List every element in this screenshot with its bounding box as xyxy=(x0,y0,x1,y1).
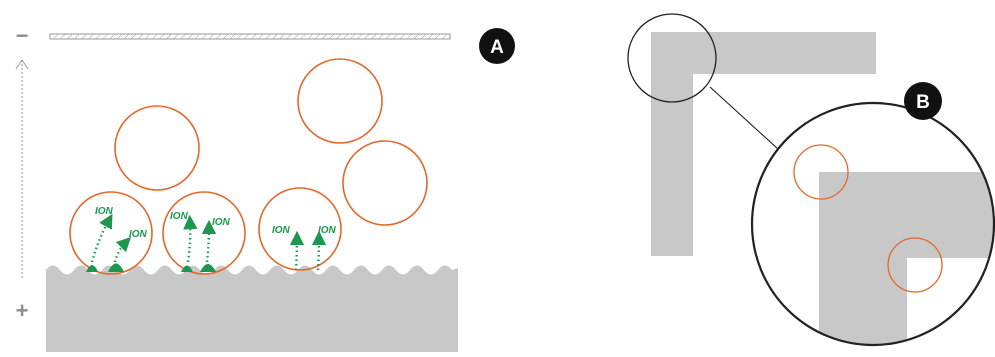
particle xyxy=(115,106,199,190)
particle xyxy=(298,59,382,143)
top-electrode xyxy=(50,34,450,39)
badge-a-label: A xyxy=(490,37,504,58)
ion-label: ION xyxy=(95,206,114,217)
attached-particle: ION ION xyxy=(70,192,152,274)
ion-path-arrow xyxy=(115,242,126,262)
badge-a: A xyxy=(479,28,515,64)
ion-label: ION xyxy=(170,211,189,222)
ion-path-arrow xyxy=(188,222,190,262)
ion-label: ION xyxy=(318,225,337,236)
ion-label: ION xyxy=(129,229,148,240)
ion-path-arrow xyxy=(207,227,209,262)
attached-particle: ION ION xyxy=(163,192,245,274)
zoom-connector xyxy=(710,87,778,149)
plus-sign: + xyxy=(16,298,29,323)
magnified-view xyxy=(752,103,995,352)
minus-sign: − xyxy=(16,23,29,48)
badge-b: B xyxy=(904,82,942,120)
attached-particle: ION ION xyxy=(259,188,341,270)
panel-b: B xyxy=(628,14,995,352)
metal-substrate xyxy=(46,266,458,353)
ion-path-arrow xyxy=(296,238,297,270)
ion-label: ION xyxy=(212,217,231,228)
panel-a: − + A ION ION xyxy=(16,23,515,352)
ion-label: ION xyxy=(272,225,291,236)
particle xyxy=(343,141,427,225)
badge-b-label: B xyxy=(916,92,930,113)
ion-path-arrow xyxy=(92,220,109,262)
ion-bridge xyxy=(200,264,216,272)
ion-path-arrow xyxy=(318,238,319,270)
ion-bridge xyxy=(108,264,124,273)
